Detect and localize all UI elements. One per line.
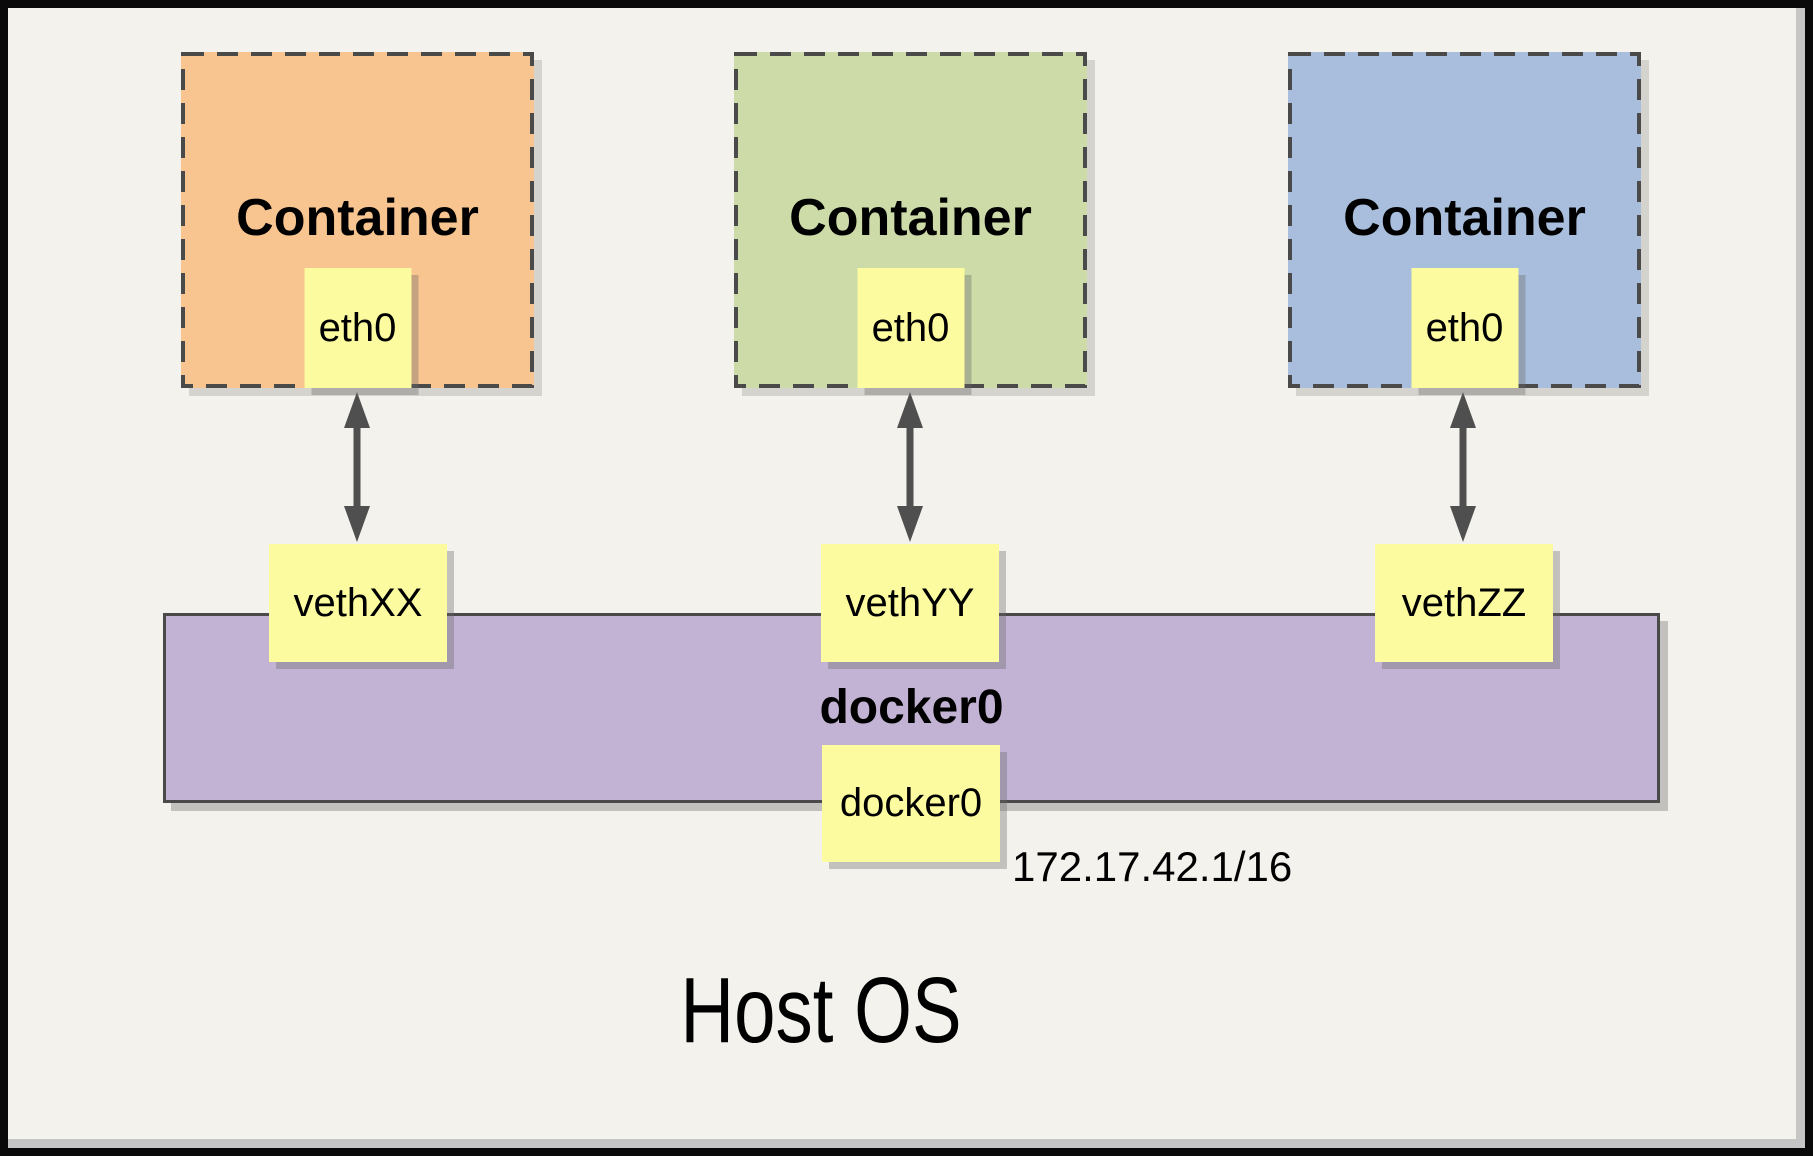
docker0-interface-label: docker0 bbox=[839, 781, 983, 825]
container-3-label: Container bbox=[1343, 189, 1586, 247]
vethzz-box: vethZZ bbox=[1375, 544, 1553, 662]
double-arrow-icon bbox=[1450, 392, 1476, 542]
docker0-bridge-label: docker0 bbox=[819, 681, 1004, 734]
container-1-eth0-box: eth0 bbox=[304, 268, 411, 388]
arrow-eth0-vethyy bbox=[894, 392, 926, 542]
container-2-eth0-box: eth0 bbox=[857, 268, 964, 388]
vethzz-label: vethZZ bbox=[1401, 580, 1527, 625]
container-1: Container eth0 bbox=[181, 52, 534, 388]
vethyy-label: vethYY bbox=[845, 580, 975, 625]
host-os-title: Host OS bbox=[680, 958, 962, 1062]
vethyy-box: vethYY bbox=[821, 544, 999, 662]
container-2-eth0-label: eth0 bbox=[871, 305, 950, 350]
container-1-eth0-label: eth0 bbox=[318, 305, 397, 350]
container-3: Container eth0 bbox=[1288, 52, 1641, 388]
container-3-eth0-label: eth0 bbox=[1425, 305, 1504, 350]
container-2-label: Container bbox=[789, 189, 1032, 247]
container-1-label: Container bbox=[236, 189, 479, 247]
docker0-interface-box: docker0 bbox=[822, 745, 1000, 862]
vethxx-label: vethXX bbox=[293, 580, 423, 625]
double-arrow-icon bbox=[897, 392, 923, 542]
container-2: Container eth0 bbox=[734, 52, 1087, 388]
arrow-eth0-vethzz bbox=[1447, 392, 1479, 542]
docker0-ip-cidr: 172.17.42.1/16 bbox=[1012, 843, 1293, 890]
double-arrow-icon bbox=[344, 392, 370, 542]
arrow-eth0-vethxx bbox=[341, 392, 373, 542]
container-3-eth0-box: eth0 bbox=[1411, 268, 1518, 388]
vethxx-box: vethXX bbox=[269, 544, 447, 662]
